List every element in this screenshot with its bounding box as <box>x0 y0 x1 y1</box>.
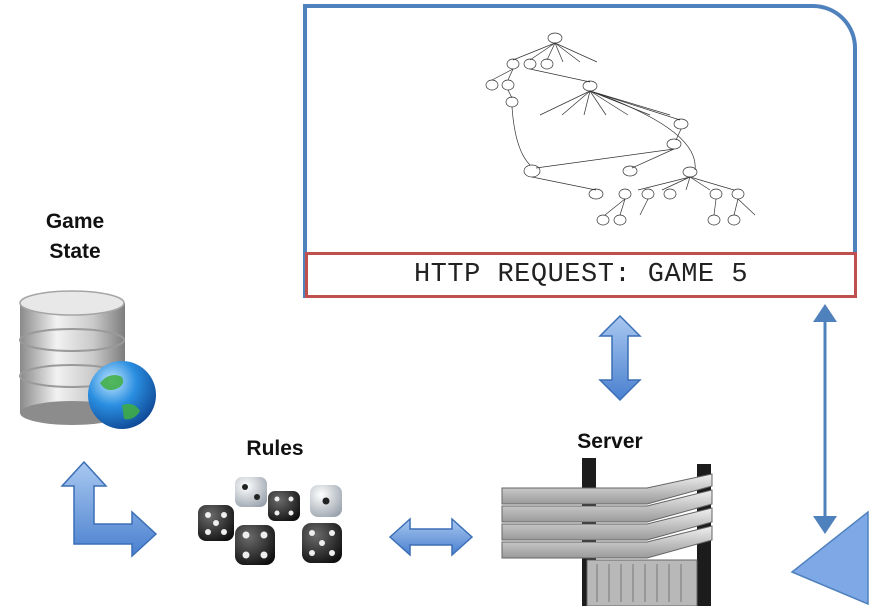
dice-icon <box>198 477 342 565</box>
tree-node <box>506 58 520 70</box>
rules-server-arrow <box>388 517 474 557</box>
server-label: Server <box>577 430 643 453</box>
tree-node <box>523 164 541 178</box>
tree-node <box>582 80 598 92</box>
tree-node <box>727 214 741 226</box>
tree-node <box>523 58 537 70</box>
tree-node <box>666 138 682 150</box>
request-server-arrow <box>598 314 642 402</box>
game-tree-panel <box>303 4 857 298</box>
tree-node <box>501 79 515 91</box>
tree-node <box>622 165 638 177</box>
tree-node <box>588 188 604 200</box>
http-request-text: HTTP REQUEST: GAME 5 <box>413 260 749 290</box>
tree-node <box>709 188 723 200</box>
tree-node <box>540 58 554 70</box>
tree-node <box>673 118 689 130</box>
tree-node <box>613 214 627 226</box>
tree-node <box>707 214 721 226</box>
tree-node <box>641 188 655 200</box>
tree-node <box>505 96 519 108</box>
database-globe-icon <box>19 290 156 429</box>
tree-node <box>596 214 610 226</box>
tree-node <box>618 188 632 200</box>
blue-triangle-shape <box>790 510 869 606</box>
rules-label: Rules <box>246 437 304 460</box>
tree-node <box>485 79 499 91</box>
tree-node <box>663 188 677 200</box>
tree-node <box>682 166 698 178</box>
elbow-arrow <box>60 460 158 558</box>
right-double-arrow <box>813 304 837 534</box>
http-request-bar: HTTP REQUEST: GAME 5 <box>305 252 857 298</box>
tree-node <box>547 32 563 44</box>
tree-node <box>731 188 745 200</box>
game-state-label: Game State <box>45 210 105 263</box>
server-rack-icon <box>501 458 713 606</box>
